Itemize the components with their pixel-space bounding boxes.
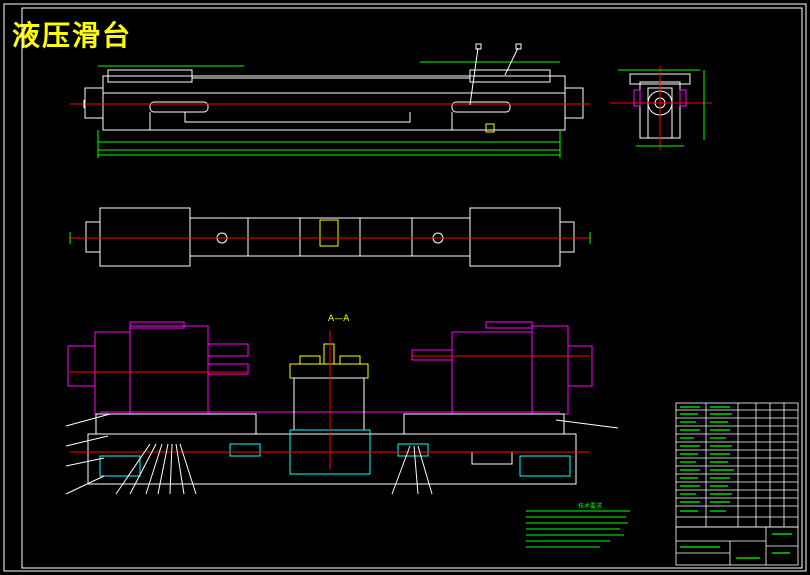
section-view [65, 321, 619, 495]
parts-list-entries [680, 406, 734, 512]
outer-border [3, 3, 807, 572]
front-elevation-view [70, 43, 590, 158]
technical-requirements-title: 技术要求 [578, 503, 603, 510]
title-block [675, 526, 799, 566]
technical-requirements-text [526, 510, 630, 548]
drawing-title: 液压滑台 [12, 19, 133, 52]
section-label-a-a: A—A [328, 314, 350, 324]
parts-list [675, 402, 799, 528]
inner-border [21, 7, 803, 569]
side-view [610, 66, 712, 150]
title-block-entries [680, 533, 792, 559]
plan-view [69, 207, 591, 267]
